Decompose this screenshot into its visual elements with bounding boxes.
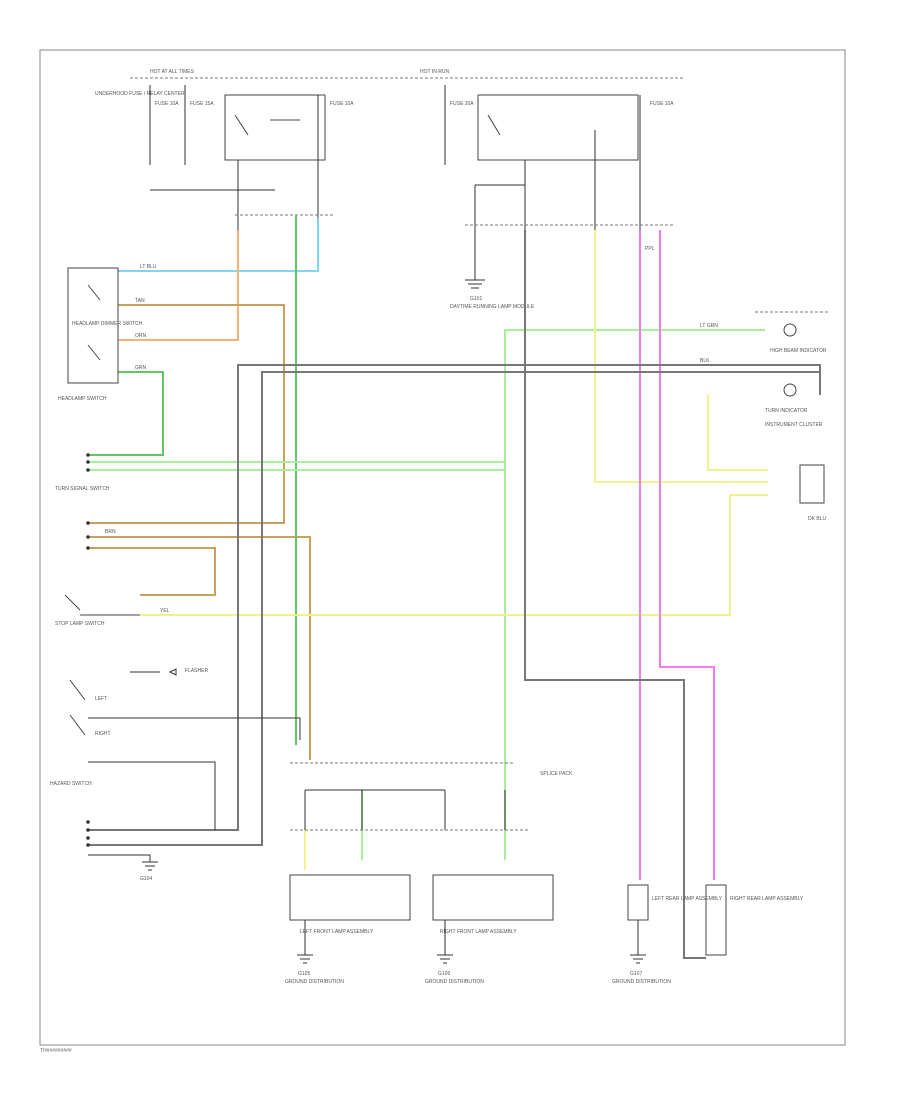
footer-code: TH######### [40,1048,72,1054]
front-right-lamp [432,874,554,921]
wire-ppl-label: PPL [645,246,655,252]
hazard-switch-label: HAZARD SWITCH [50,781,92,787]
fuse-e-label: FUSE 10A [650,101,674,107]
rear-left-lamp-label: LEFT REAR LAMP ASSEMBLY [652,896,723,902]
rear-right-lamp-label: RIGHT REAR LAMP ASSEMBLY [730,896,804,902]
front-left-lamp [289,874,411,921]
wire-pink-2 [659,230,715,880]
wire-yellow-1 [594,230,768,483]
dk-blu-wire-label: DK BLU [808,516,826,522]
wire-yellow-3 [707,395,768,471]
dimmer-switch-label: HEADLAMP DIMMER SWITCH [72,321,143,327]
underhood-box-label: UNDERHOOD FUSE / RELAY CENTER [95,91,185,97]
bottom-connector [86,820,90,847]
hot-at-all-times-label: HOT AT ALL TIMES [150,69,195,75]
ground-g106-label: G106 [438,971,450,977]
turn-signal-connector [86,453,90,472]
turn-left-label: LEFT [95,696,107,702]
daytime-module-label: DAYTIME RUNNING LAMP MODULE [450,304,535,310]
fuse-c-label: FUSE 10A [330,101,354,107]
wire-orn-label: ORN [135,333,147,339]
wire-tan-1 [88,304,285,524]
wire-runs: LT BLU ORN TAN BRN GRN LT GRN YEL PPL [88,215,821,959]
left-switches: HEADLAMP DIMMER SWITCH HEADLAMP SWITCH T… [50,267,301,882]
wire-tan-2 [88,536,311,760]
left-relay [224,94,326,161]
rear-left-lamp [627,884,649,921]
front-right-lamp-label: RIGHT FRONT LAMP ASSEMBLY [440,929,517,935]
right-side-components: HIGH BEAM INDICATOR TURN INDICATOR INSTR… [755,311,830,522]
wire-orange [118,230,239,341]
wire-grn-label: GRN [135,365,147,371]
ground-g107-label: G107 [630,971,642,977]
wire-gray-1 [524,230,706,959]
ground-ref-3-label: GROUND DISTRIBUTION [612,979,671,985]
turn-right-label: RIGHT [95,731,111,737]
underhood-fuse-relay-area: HOT AT ALL TIMES HOT IN RUN UNDERHOOD FU… [95,69,685,310]
turn-indicator-bulb [783,383,797,397]
wire-tan-label: TAN [135,298,145,304]
bottom-lamp-area: SPLICE PACK LEFT FRONT LAMP ASSEMBLY G10… [285,762,804,985]
turn-signal-switch-label: TURN SIGNAL SWITCH [55,486,110,492]
wire-lt-grn-label: LT GRN [700,323,718,329]
instrument-cluster-label: INSTRUMENT CLUSTER [765,422,823,428]
wire-light-blue [118,218,319,272]
headlamp-switch-label: HEADLAMP SWITCH [58,396,107,402]
ground-ref-2-label: GROUND DISTRIBUTION [425,979,484,985]
ground-g101-label: G101 [470,296,482,302]
high-beam-indicator-label: HIGH BEAM INDICATOR [770,348,827,354]
flasher-label: FLASHER [185,668,208,674]
ground-ref-1-label: GROUND DISTRIBUTION [285,979,344,985]
fuse-d-label: FUSE 20A [450,101,474,107]
wire-gray-3 [88,371,820,846]
ground-g104-label: G104 [140,876,152,882]
right-relay [477,94,639,161]
rear-right-lamp [705,884,727,956]
rear-connector-block [799,464,825,504]
stop-lamp-switch-label: STOP LAMP SWITCH [55,621,105,627]
diagram-frame [39,49,846,1046]
wire-blk-label: BLK [700,358,710,364]
headlamp-switch-block [67,267,119,384]
front-left-lamp-label: LEFT FRONT LAMP ASSEMBLY [300,929,374,935]
high-beam-indicator-bulb [783,323,797,337]
wire-light-green-1 [88,329,765,463]
wire-tan-3 [88,547,216,596]
wire-yellow-2 [140,494,768,616]
wire-lt-blu-label: LT BLU [140,264,157,270]
fuse-b-label: FUSE 15A [190,101,214,107]
splice-pack-label: SPLICE PACK [540,771,573,777]
wire-yel-label: YEL [160,608,170,614]
hot-in-run-label: HOT IN RUN [420,69,449,75]
fuse-a-label: FUSE 10A [155,101,179,107]
wire-green-2 [88,371,164,456]
turn-indicator-label: TURN INDICATOR [765,408,808,414]
wire-brn-label: BRN [105,529,116,535]
ground-g105-label: G105 [298,971,310,977]
wire-gray-2 [88,364,821,831]
brn-connector [86,521,90,550]
